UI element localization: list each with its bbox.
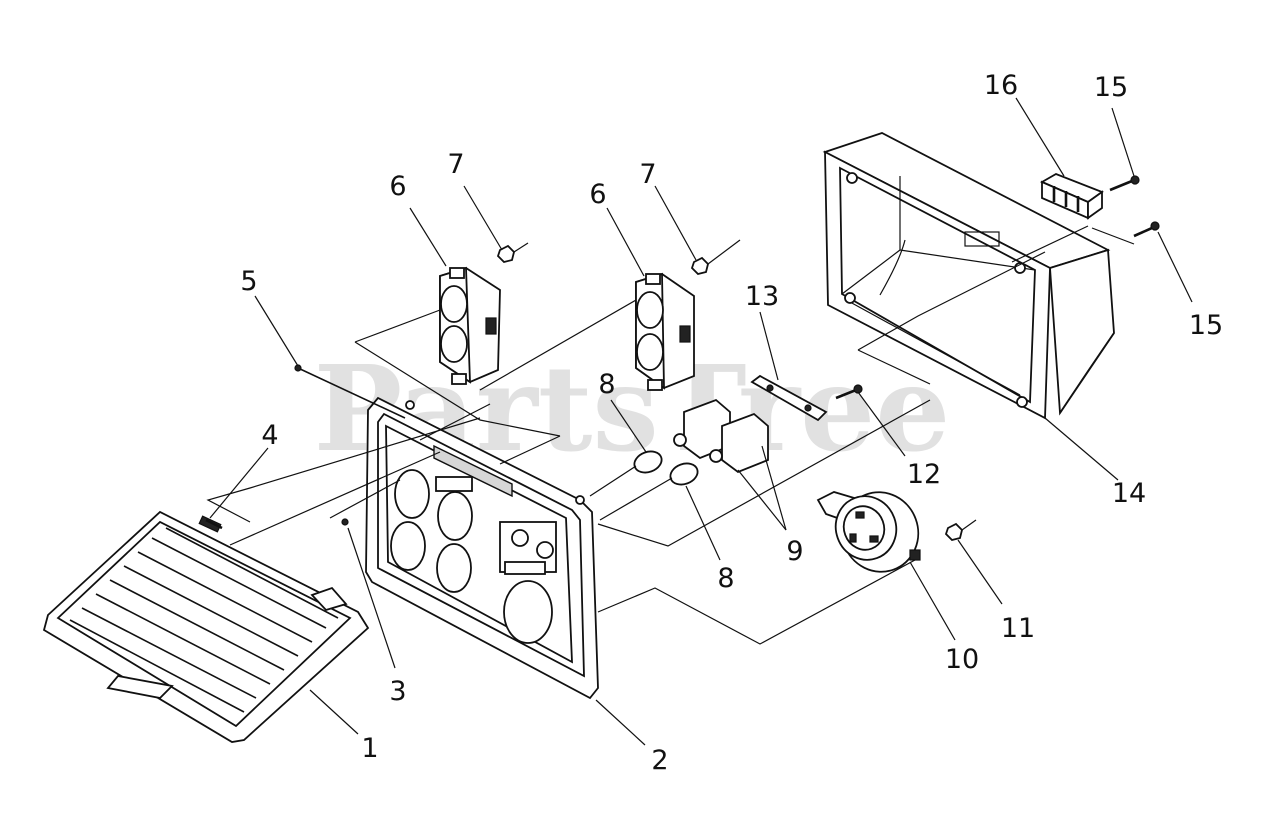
part-1-cover[interactable] (42, 510, 370, 743)
part-14-housing[interactable] (822, 132, 1115, 420)
part-2-faceplate[interactable] (365, 396, 599, 700)
screw-guide-line (1091, 227, 1135, 245)
callout-16[interactable]: 16 (984, 70, 1018, 101)
part-6-receptacle-left[interactable] (439, 266, 501, 385)
part-10-twistlock-receptacle[interactable] (816, 481, 929, 582)
callout-3[interactable]: 3 (389, 676, 406, 707)
part-15-screw-lower[interactable] (1133, 221, 1160, 238)
callout-9[interactable]: 9 (786, 536, 803, 567)
part-9-switch-right[interactable] (709, 412, 769, 474)
callout-14[interactable]: 14 (1112, 478, 1146, 509)
callout-labels: 1 2 3 4 5 6 6 7 7 8 8 9 10 11 12 13 14 1… (240, 70, 1223, 776)
part-4-clip[interactable] (205, 518, 223, 530)
callout-7-left[interactable]: 7 (447, 149, 464, 180)
callout-7-right[interactable]: 7 (639, 159, 656, 190)
callout-10[interactable]: 10 (945, 644, 979, 675)
callout-2[interactable]: 2 (651, 745, 668, 776)
callout-15-upper[interactable]: 15 (1094, 72, 1128, 103)
part-8-lamp-right[interactable] (599, 460, 701, 521)
part-15-screw-upper[interactable] (1109, 175, 1140, 192)
callout-8-lower[interactable]: 8 (717, 563, 734, 594)
part-11-nut[interactable] (944, 519, 977, 541)
part-13-bracket[interactable] (750, 374, 828, 422)
part-16-connector[interactable] (1039, 173, 1104, 220)
leader-lines (209, 97, 1193, 746)
callout-13[interactable]: 13 (745, 281, 779, 312)
callout-8-upper[interactable]: 8 (598, 369, 615, 400)
callout-5[interactable]: 5 (240, 266, 257, 297)
callout-15-lower[interactable]: 15 (1189, 310, 1223, 341)
part-8-lamp-left[interactable] (589, 448, 665, 497)
assembly-guide-lines (206, 225, 1089, 645)
part-3-screw[interactable] (341, 518, 349, 526)
callout-11[interactable]: 11 (1001, 613, 1035, 644)
cover-ribs (69, 527, 339, 713)
callout-4[interactable]: 4 (261, 420, 278, 451)
callout-6-left[interactable]: 6 (389, 171, 406, 202)
part-7-nut-right[interactable] (690, 239, 741, 275)
callout-1[interactable]: 1 (361, 733, 378, 764)
callout-12[interactable]: 12 (907, 459, 941, 490)
callout-6-right[interactable]: 6 (589, 179, 606, 210)
part-7-nut-left[interactable] (496, 242, 529, 263)
part-6-receptacle-right[interactable] (635, 272, 695, 391)
